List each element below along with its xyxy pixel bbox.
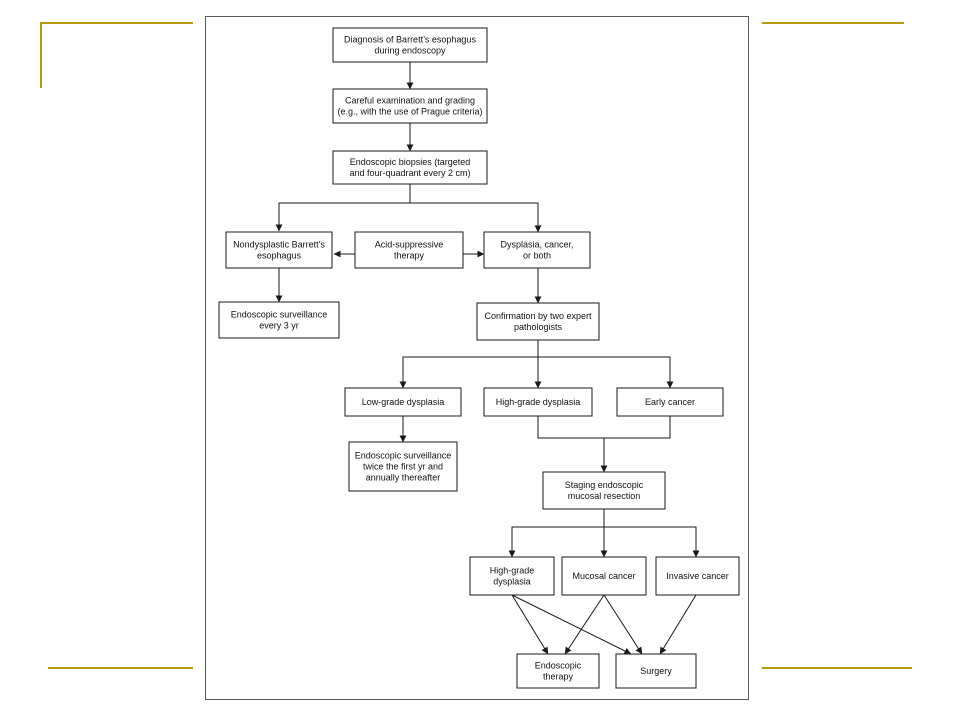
node-label-line: every 3 yr [259, 321, 299, 331]
node-box [561, 556, 647, 596]
node-label-line: Endoscopic [535, 661, 582, 671]
node-surgery: Surgery [615, 653, 697, 689]
decorative-rule-top-left-horizontal [40, 22, 193, 24]
node-mucosal-cancer: Mucosal cancer [561, 556, 647, 596]
node-label-line: (e.g., with the use of Prague criteria) [337, 107, 482, 117]
node-label-line: High-grade [490, 566, 535, 576]
node-box [225, 231, 333, 269]
node-label-line: Diagnosis of Barrett’s esophagus [344, 35, 476, 45]
node-label-line: Surgery [640, 666, 672, 676]
node-low-grade: Low-grade dysplasia [344, 387, 462, 417]
edge-high-grade-to-surgery [511, 594, 632, 655]
node-label-line: Endoscopic surveillance [355, 451, 452, 461]
node-label-line: Careful examination and grading [345, 96, 475, 106]
node-box [483, 387, 593, 417]
node-label-line: therapy [543, 672, 574, 682]
flowchart-connectors [275, 62, 700, 655]
node-label-line: Low-grade dysplasia [362, 397, 445, 407]
edge-staging-to-high-grade [508, 509, 605, 558]
node-box [332, 150, 488, 185]
node-box [344, 387, 462, 417]
node-box [354, 231, 464, 269]
node-label-line: annually thereafter [366, 473, 441, 483]
edge-high-grade-early-merge [537, 416, 671, 439]
node-box [616, 387, 724, 417]
edge-confirmation-to-early-cancer [538, 356, 674, 389]
node-box [476, 302, 600, 341]
node-box [542, 471, 666, 510]
edge-mucosal-to-therapy [564, 594, 605, 655]
node-label-line: or both [523, 251, 551, 261]
node-early-cancer: Early cancer [616, 387, 724, 417]
node-box [615, 653, 697, 689]
edge-staging-to-invasive [604, 526, 700, 558]
node-box [469, 556, 555, 596]
node-box [332, 27, 488, 63]
node-label-line: dysplasia [493, 577, 531, 587]
decorative-rule-bottom-right [762, 667, 912, 669]
node-box [516, 653, 600, 689]
node-invasive-cancer: Invasive cancer [655, 556, 740, 596]
node-box [483, 231, 591, 269]
node-label-line: pathologists [514, 322, 563, 332]
decorative-rule-top-left-vertical [40, 22, 42, 88]
edge-biopsies-branch [275, 184, 411, 232]
node-label-line: esophagus [257, 251, 302, 261]
edge-invasive-to-surgery [659, 594, 697, 655]
decorative-rule-top-right [762, 22, 904, 24]
edge-confirmation-to-low-grade [399, 340, 539, 389]
node-box [655, 556, 740, 596]
node-label-line: Staging endoscopic [565, 480, 644, 490]
decorative-rule-bottom-left [48, 667, 193, 669]
node-label-line: Acid-suppressive [375, 240, 444, 250]
node-label-line: Mucosal cancer [572, 571, 635, 581]
node-label-line: Dysplasia, cancer, [500, 240, 573, 250]
edge-mucosal-to-surgery [603, 594, 643, 655]
node-label-line: and four-quadrant every 2 cm) [349, 168, 470, 178]
node-label-line: High-grade dysplasia [496, 397, 581, 407]
node-dysplasia-cancer: Dysplasia, cancer,or both [483, 231, 591, 269]
node-label-line: Nondysplastic Barrett’s [233, 240, 325, 250]
node-box [218, 301, 340, 339]
node-label-line: during endoscopy [374, 46, 446, 56]
edge-high-grade-to-therapy [511, 594, 549, 655]
node-box [348, 441, 458, 492]
node-label-line: therapy [394, 251, 425, 261]
node-label-line: Endoscopic surveillance [231, 310, 328, 320]
node-label-line: mucosal resection [568, 491, 641, 501]
node-label-line: Invasive cancer [666, 571, 729, 581]
node-examination: Careful examination and grading(e.g., wi… [332, 88, 488, 124]
node-label-line: Early cancer [645, 397, 695, 407]
node-box [332, 88, 488, 124]
node-high-grade-1: High-grade dysplasia [483, 387, 593, 417]
node-label-line: Confirmation by two expert [484, 311, 592, 321]
node-label-line: twice the first yr and [363, 462, 443, 472]
edge-biopsies-to-dysplasia [410, 202, 542, 233]
node-label-line: Endoscopic biopsies (targeted [350, 157, 471, 167]
